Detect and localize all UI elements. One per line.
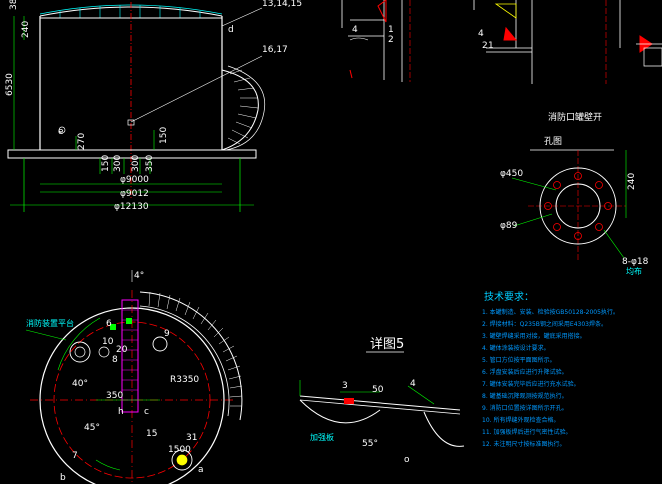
detail5-dim-55: 55° xyxy=(362,439,378,449)
fire-dim-d450: φ450 xyxy=(500,169,523,179)
stair-treads xyxy=(148,291,243,407)
plan-label-1500: 1500 xyxy=(168,445,191,455)
dim-270: 270 xyxy=(77,133,87,150)
label-e: e xyxy=(58,127,64,137)
dim-b350: 350 xyxy=(145,155,155,172)
plan-label-15: 15 xyxy=(146,429,157,439)
detail5-title: 详图5 xyxy=(370,337,404,352)
plan-label-h: h xyxy=(118,407,124,417)
tech-note-6: 6. 浮盘安装后应进行升降试验。 xyxy=(482,368,568,376)
label-d: d xyxy=(228,25,234,35)
plan-angle-4: 4° xyxy=(134,271,144,281)
plan-label-8: 8 xyxy=(112,355,118,365)
weld-details: 4 1 2 4 1 2 xyxy=(341,0,662,84)
dim-150: 150 xyxy=(159,127,169,144)
dim-381: 381.4 xyxy=(9,0,19,10)
weld-label-1a: 1 xyxy=(388,25,394,35)
ref-16-17: 16,17 xyxy=(262,45,288,55)
plan-label-b: b xyxy=(60,473,66,483)
weld-label-4b: 4 xyxy=(478,29,484,39)
plan-note-left: 消防装置平台 xyxy=(26,318,74,328)
fire-opening-title-1: 消防口罐壁开 xyxy=(548,111,602,123)
nozzle-a xyxy=(69,341,91,363)
tech-notes-title: 技术要求： xyxy=(484,290,534,303)
plan-label-31: 31 xyxy=(186,433,197,443)
flange-inner xyxy=(555,183,601,229)
plan-label-c: c xyxy=(144,407,149,417)
flange-outer xyxy=(539,167,617,245)
plan-label-r3350: R3350 xyxy=(170,375,199,385)
weld-label-2b: 2 xyxy=(482,41,488,51)
nozzle-c xyxy=(171,449,193,471)
dim-phi9000: φ9000 xyxy=(120,175,149,185)
plan-label-45deg: 45° xyxy=(84,423,100,433)
dim-phi9012: φ9012 xyxy=(120,189,149,199)
ladder-platform xyxy=(121,299,139,413)
fire-opening-detail: 消防口罐壁开 孔图 240 φ450 φ89 8-φ18 均布 xyxy=(500,111,649,276)
weld-label-1b: 1 xyxy=(488,41,494,51)
weld-label-2a: 2 xyxy=(388,35,394,45)
fire-dim-d89: φ89 xyxy=(500,221,518,231)
tech-note-9: 9. 消防口位置按详图所示开孔。 xyxy=(482,404,568,412)
tech-note-3: 3. 罐壁焊缝采用对接，罐底采用搭接。 xyxy=(482,332,586,340)
plan-label-a: a xyxy=(198,465,204,475)
detail5-mark: o xyxy=(404,455,410,465)
plan-label-40deg: 40° xyxy=(72,379,88,389)
tank-plan-view: 4° 6 9 40° 10 20 8 R3350 350 h c 15 45° … xyxy=(25,270,243,484)
fire-holes-spec: 8-φ18 xyxy=(622,257,649,267)
dim-phi12130: φ12130 xyxy=(114,202,149,212)
detail5-dim-4: 4 xyxy=(410,379,416,389)
nozzle-b xyxy=(152,336,168,352)
tech-note-7: 7. 罐体安装完毕后应进行充水试验。 xyxy=(482,380,580,388)
detail5-dim-50: 50 xyxy=(372,385,384,395)
dim-b150: 150 xyxy=(101,155,111,172)
tech-note-2: 2. 焊接材料：Q235B钢之间采用E4303焊条。 xyxy=(482,320,607,328)
tech-note-10: 10. 所有焊缝外观检查合格。 xyxy=(482,416,559,424)
ref-13-14-15: 13,14,15 xyxy=(262,0,302,9)
fire-opening-title-2: 孔图 xyxy=(544,136,562,147)
detail5-note: 加强板 xyxy=(310,432,334,442)
plan-label-350: 350 xyxy=(106,391,123,401)
plan-label-9: 9 xyxy=(164,329,170,339)
technical-notes: 技术要求： 1. 本罐制造、安装、检验按GB50128-2005执行。 2. 焊… xyxy=(482,290,619,448)
detail-5: 详图5 3 50 4 55° 加强板 o xyxy=(299,337,465,465)
dim-b300b: 300 xyxy=(131,155,141,172)
dim-6530: 6530 xyxy=(5,73,15,96)
tech-note-8: 8. 罐基础沉降观测按规范执行。 xyxy=(482,392,568,400)
plan-label-6: 6 xyxy=(106,319,112,329)
dim-240: 240 xyxy=(21,21,31,38)
plan-label-20: 20 xyxy=(116,345,128,355)
base-slab xyxy=(7,149,257,159)
plan-label-10: 10 xyxy=(102,337,114,347)
weld-label-4a: 4 xyxy=(352,25,358,35)
fire-dim-240: 240 xyxy=(627,173,637,190)
dim-b300a: 300 xyxy=(113,155,123,172)
tank-elevation: 381.4 240 6530 13,14,15 d 16,17 e 270 15… xyxy=(5,0,302,212)
fire-holes-note: 均布 xyxy=(626,266,642,276)
detail5-dim-3: 3 xyxy=(342,381,348,391)
tech-note-11: 11. 加强板焊后进行气密性试验。 xyxy=(482,428,571,436)
tech-note-1: 1. 本罐制造、安装、检验按GB50128-2005执行。 xyxy=(482,308,619,316)
tech-note-5: 5. 管口方位按平面图所示。 xyxy=(482,356,556,364)
tech-note-12: 12. 未注明尺寸按标准图执行。 xyxy=(482,440,565,448)
plan-label-7: 7 xyxy=(72,451,78,461)
tech-note-4: 4. 罐体涂装按设计要求。 xyxy=(482,344,550,352)
